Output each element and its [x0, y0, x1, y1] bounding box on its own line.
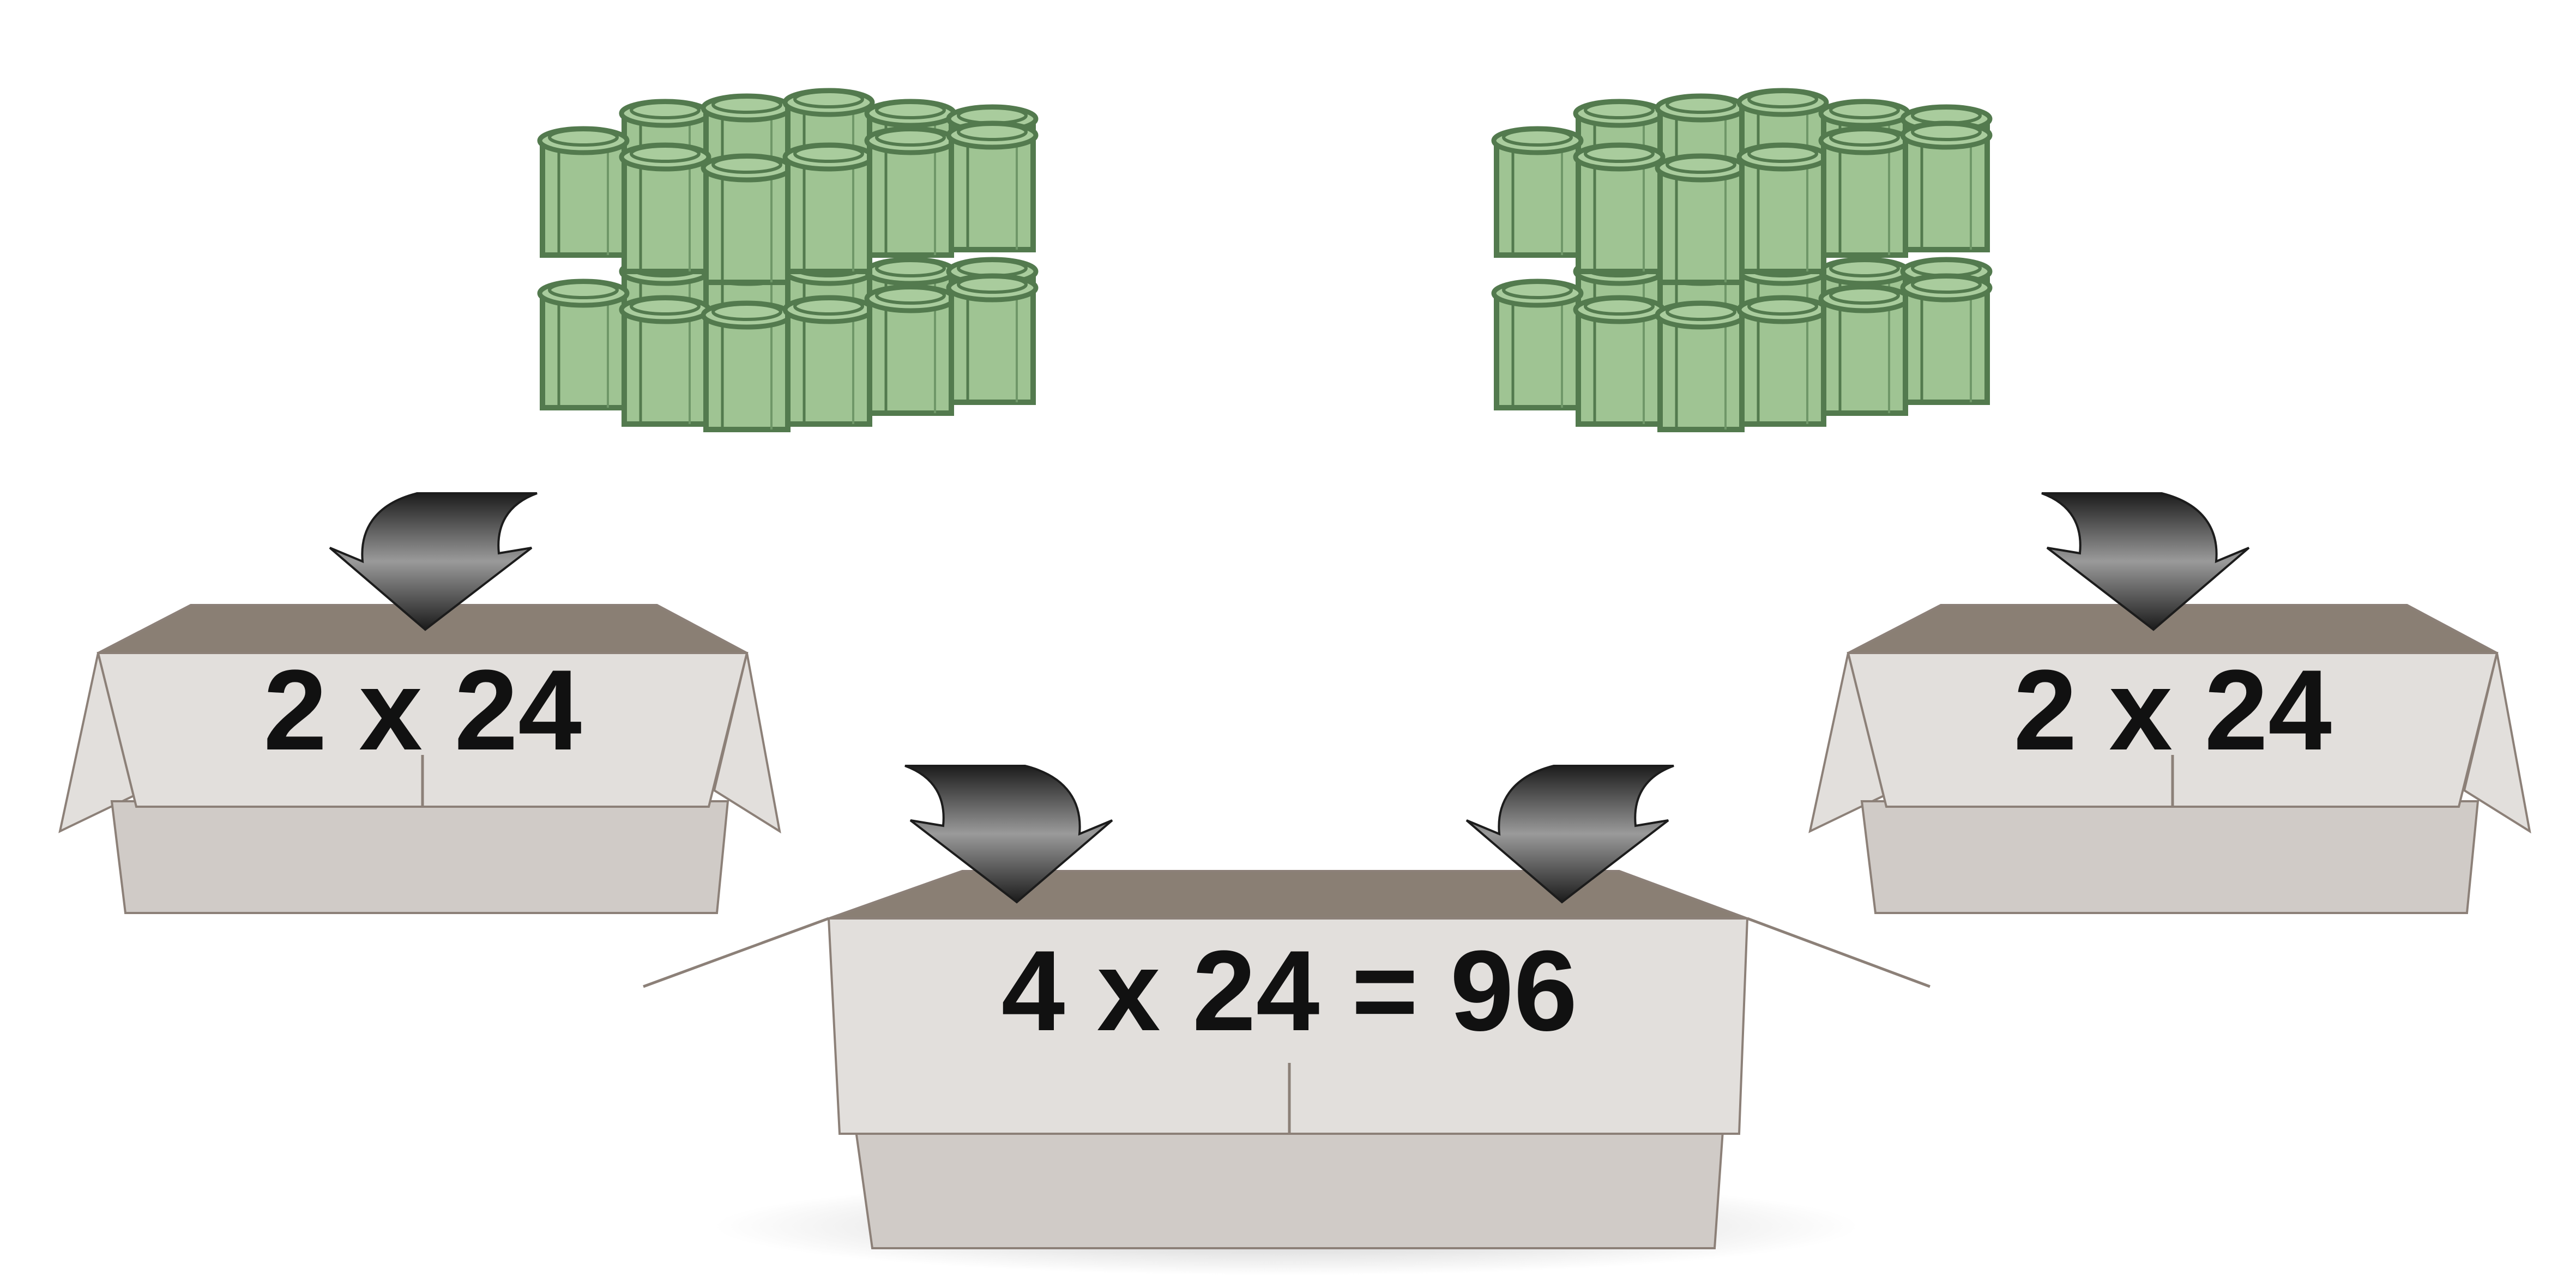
box-left: 2 x 24 [58, 604, 781, 914]
box-left-label: 2 x 24 [263, 646, 582, 774]
box-right: 2 x 24 [1808, 604, 2531, 914]
box-center: 4 x 24 = 96 [643, 870, 1931, 1249]
box-center-label: 4 x 24 = 96 [1002, 927, 1578, 1055]
box-right-label: 2 x 24 [2013, 646, 2332, 774]
glass-jar-pack-icon [540, 90, 1036, 430]
jar-pack-left [540, 90, 1036, 430]
glass-jar-pack-icon [1494, 90, 1990, 430]
jar-pack-right [1494, 90, 1990, 430]
